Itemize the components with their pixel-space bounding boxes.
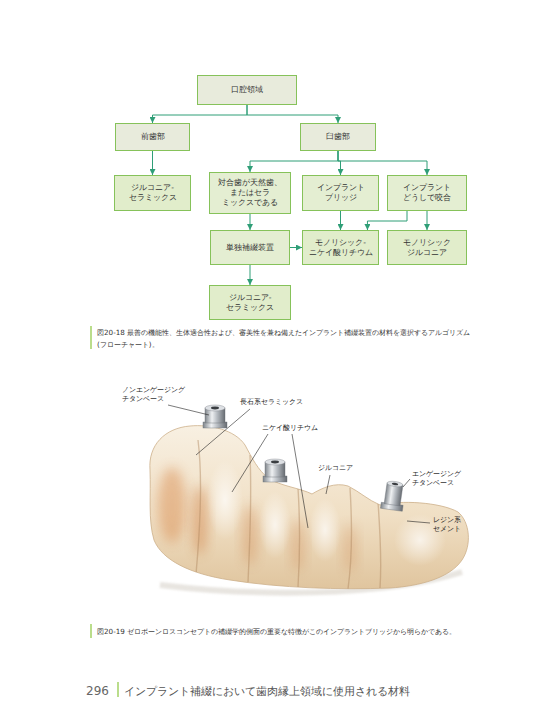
box-text: モノリシック ジルコニア bbox=[392, 238, 462, 258]
flow-arrow bbox=[250, 214, 251, 230]
flow-arrow bbox=[247, 105, 338, 123]
flow-arrow bbox=[250, 151, 338, 172]
flow-box: ジルコニア- セラミックス bbox=[209, 285, 291, 320]
flow-arrow bbox=[290, 247, 302, 248]
box-text: 対合歯が天然歯、 またはセラ ミックスである bbox=[214, 178, 286, 207]
titanium-base bbox=[263, 459, 287, 482]
part-label: 長石系セラミックス bbox=[240, 398, 303, 407]
crown-highlight bbox=[309, 498, 341, 562]
tooth-groove bbox=[298, 488, 300, 587]
screw-hole bbox=[271, 461, 279, 464]
gingival-stain bbox=[158, 467, 186, 543]
flow-arrow bbox=[250, 265, 251, 285]
running-footer: インプラント補綴において歯肉縁上領域に使用される材料 bbox=[124, 684, 410, 698]
gingival-stain bbox=[291, 519, 305, 571]
flow-box: インプラント ブリッジ bbox=[302, 175, 379, 211]
leader-line bbox=[326, 475, 330, 494]
box-text: 臼歯部 bbox=[326, 132, 350, 142]
tooth-groove bbox=[248, 455, 251, 582]
leader-line bbox=[403, 479, 410, 487]
leader-lines bbox=[168, 405, 430, 528]
flow-box: 前歯部 bbox=[115, 123, 190, 151]
box-text: モノリシック- ニケイ酸リチウム bbox=[307, 238, 374, 258]
crown-highlight bbox=[207, 460, 243, 540]
figure-caption: 図20-18 最善の機能性、生体適合性および、審美性を兼ね備えたインプラント補綴… bbox=[97, 327, 502, 350]
flow-arrow bbox=[340, 211, 341, 230]
screw-hole bbox=[211, 407, 219, 410]
box-text: 前歯部 bbox=[141, 132, 165, 142]
flow-arrow bbox=[152, 151, 153, 175]
flow-arrow bbox=[153, 105, 248, 123]
leader-line bbox=[168, 405, 209, 415]
tooth-groove bbox=[378, 502, 381, 588]
flow-box: モノリシック ジルコニア bbox=[387, 230, 467, 265]
base-top bbox=[387, 480, 404, 487]
part-label: ニケイ酸リチウム bbox=[262, 424, 318, 433]
caption-bar bbox=[90, 624, 91, 638]
flow-box: 単独補綴装置 bbox=[210, 230, 290, 265]
flow-box: ジルコニア- セラミックス bbox=[114, 175, 191, 211]
titanium-base bbox=[203, 405, 227, 428]
box-text: インプラント ブリッジ bbox=[307, 183, 374, 203]
flow-box: 臼歯部 bbox=[300, 123, 376, 151]
page-number: 296 bbox=[86, 683, 109, 699]
box-text: 単独補綴装置 bbox=[226, 243, 274, 253]
part-label: エンゲージング チタンベース bbox=[412, 470, 468, 488]
caption-bar bbox=[90, 326, 91, 349]
leader-line bbox=[407, 521, 430, 523]
base-top bbox=[205, 405, 225, 411]
flow-box: モノリシック- ニケイ酸リチウム bbox=[302, 230, 379, 265]
titanium-base bbox=[380, 480, 406, 511]
flow-box: インプラント どうしで咬合 bbox=[387, 175, 467, 211]
flow-arrow bbox=[367, 211, 407, 230]
flow-box: 対合歯が天然歯、 またはセラ ミックスである bbox=[209, 172, 291, 214]
leader-line bbox=[292, 434, 308, 528]
box-text: ジルコニア- セラミックス bbox=[214, 293, 286, 313]
leader-line bbox=[196, 409, 250, 455]
box-text: ジルコニア- セラミックス bbox=[119, 183, 186, 203]
flow-arrow bbox=[427, 211, 428, 230]
box-text: 口腔領域 bbox=[231, 85, 263, 95]
figure-caption: 図20-19 ゼロボーンロスコンセプトの補綴学的側面の重要な特徴がこのインプラン… bbox=[97, 626, 456, 638]
footer-bar bbox=[117, 682, 118, 697]
bridge-shading bbox=[158, 440, 446, 589]
part-label: レジン系 セメント bbox=[433, 516, 465, 534]
tooth-groove bbox=[348, 488, 351, 589]
bridge-body bbox=[150, 426, 469, 589]
box-text: インプラント どうしで咬合 bbox=[392, 183, 462, 203]
part-label: ノンエンゲージング チタンベース bbox=[122, 386, 186, 404]
flow-box: 口腔領域 bbox=[197, 75, 297, 105]
implant-bridge bbox=[150, 426, 469, 593]
tooth-groove bbox=[196, 440, 201, 574]
leader-line bbox=[232, 434, 268, 492]
screw-hole bbox=[392, 482, 399, 485]
crown-highlight bbox=[259, 491, 291, 559]
part-label: ジルコニア bbox=[318, 464, 353, 473]
flow-arrow bbox=[338, 151, 427, 175]
base-top bbox=[265, 459, 285, 465]
